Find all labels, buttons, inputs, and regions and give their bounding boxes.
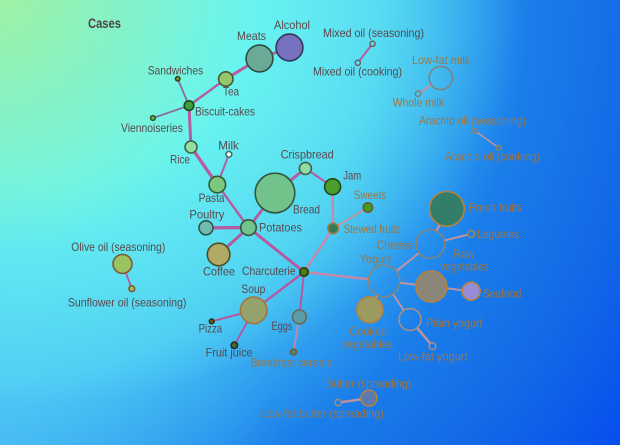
svg-text:Crispbread: Crispbread [281, 149, 334, 162]
svg-text:Seafood: Seafood [483, 288, 522, 301]
svg-text:vegetables: vegetables [342, 338, 392, 351]
svg-text:Mixed oil (seasoning): Mixed oil (seasoning) [323, 27, 424, 40]
svg-text:Cheese: Cheese [377, 239, 413, 252]
svg-text:Sunflower oil (seasoning): Sunflower oil (seasoning) [68, 297, 187, 310]
svg-text:Low-fat yogurt: Low-fat yogurt [398, 351, 468, 364]
svg-text:Arachid oil (seasoning): Arachid oil (seasoning) [419, 115, 526, 128]
svg-text:Jam: Jam [343, 170, 361, 183]
svg-text:Olive oil (seasoning): Olive oil (seasoning) [71, 241, 165, 254]
svg-text:Bread: Bread [293, 204, 320, 217]
svg-text:Coffee: Coffee [203, 266, 235, 279]
svg-text:Tea: Tea [223, 86, 239, 99]
svg-text:Stewed fruits: Stewed fruits [344, 223, 401, 236]
svg-text:Yogurt: Yogurt [360, 253, 392, 266]
svg-text:Cases: Cases [88, 15, 121, 31]
svg-text:Breakfast cereals: Breakfast cereals [251, 357, 333, 370]
svg-text:vegetables: vegetables [440, 260, 489, 273]
svg-text:Raw: Raw [453, 248, 475, 261]
svg-text:Sandwiches: Sandwiches [148, 64, 204, 77]
svg-text:Milk: Milk [218, 140, 239, 153]
svg-text:Potatoes: Potatoes [259, 221, 302, 234]
svg-text:Pizza: Pizza [199, 323, 223, 336]
svg-text:Poultry: Poultry [189, 209, 224, 222]
svg-text:Low-fat milk: Low-fat milk [412, 54, 470, 67]
svg-text:Low-fat butter (spreading): Low-fat butter (spreading) [260, 408, 384, 421]
svg-text:Biscuit-cakes: Biscuit-cakes [195, 106, 255, 119]
svg-text:Fresh fruits: Fresh fruits [469, 202, 522, 215]
svg-text:Alcohol: Alcohol [274, 19, 310, 32]
svg-text:Sweets: Sweets [354, 189, 387, 202]
svg-text:Soup: Soup [241, 283, 265, 296]
svg-text:Mixed oil (cooking): Mixed oil (cooking) [313, 66, 402, 79]
svg-text:Legumes: Legumes [477, 228, 519, 241]
svg-text:Butter (spreading): Butter (spreading) [326, 378, 411, 391]
svg-text:Fruit juice: Fruit juice [206, 347, 253, 360]
svg-text:Eggs: Eggs [272, 320, 293, 333]
svg-text:Cooked: Cooked [349, 326, 387, 339]
svg-text:Arachid oil (cooking): Arachid oil (cooking) [445, 151, 540, 164]
svg-text:Plain yogurt: Plain yogurt [426, 317, 483, 330]
svg-text:Pasta: Pasta [199, 192, 225, 205]
svg-text:Whole milk: Whole milk [393, 97, 445, 110]
svg-text:Charcuterie: Charcuterie [242, 265, 296, 278]
svg-text:Rice: Rice [170, 154, 190, 167]
svg-text:Viennoiseries: Viennoiseries [121, 122, 183, 135]
svg-text:Meats: Meats [237, 30, 266, 43]
